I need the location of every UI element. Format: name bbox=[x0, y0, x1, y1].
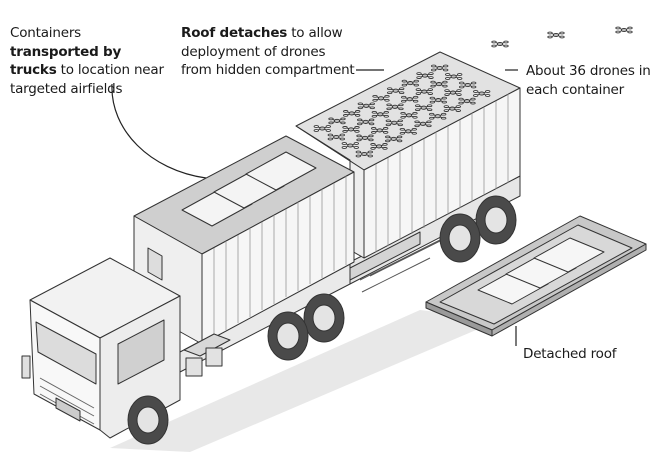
rear-container bbox=[295, 51, 521, 259]
caption-trucks-bold: transported by trucks bbox=[10, 43, 122, 79]
flying-drone bbox=[547, 31, 565, 39]
trucks-callout-line bbox=[111, 83, 207, 179]
middle-wheels bbox=[267, 293, 345, 361]
caption-trucks-post: to location near targeted airfields bbox=[10, 62, 164, 97]
caption-detached-roof: Detached roof bbox=[523, 346, 617, 362]
front-wheel bbox=[127, 395, 169, 445]
caption-drones: About 36 drones in each container bbox=[526, 63, 651, 98]
ground-shadow bbox=[110, 278, 524, 452]
detached-roof bbox=[425, 215, 647, 337]
callout-lines bbox=[111, 69, 518, 346]
caption-trucks-pre: Containers bbox=[10, 25, 82, 41]
flying-drone bbox=[491, 40, 509, 48]
flying-drone bbox=[615, 26, 633, 34]
rear-wheels bbox=[439, 195, 517, 263]
caption-roof: Roof detaches to allow deployment of dro… bbox=[181, 24, 356, 80]
caption-trucks: Containers transported by trucks to loca… bbox=[10, 24, 170, 98]
caption-roof-post: to allow deployment of drones from hidde… bbox=[181, 25, 355, 78]
flying-drones bbox=[491, 26, 633, 48]
caption-roof-bold: Roof detaches bbox=[181, 25, 288, 41]
